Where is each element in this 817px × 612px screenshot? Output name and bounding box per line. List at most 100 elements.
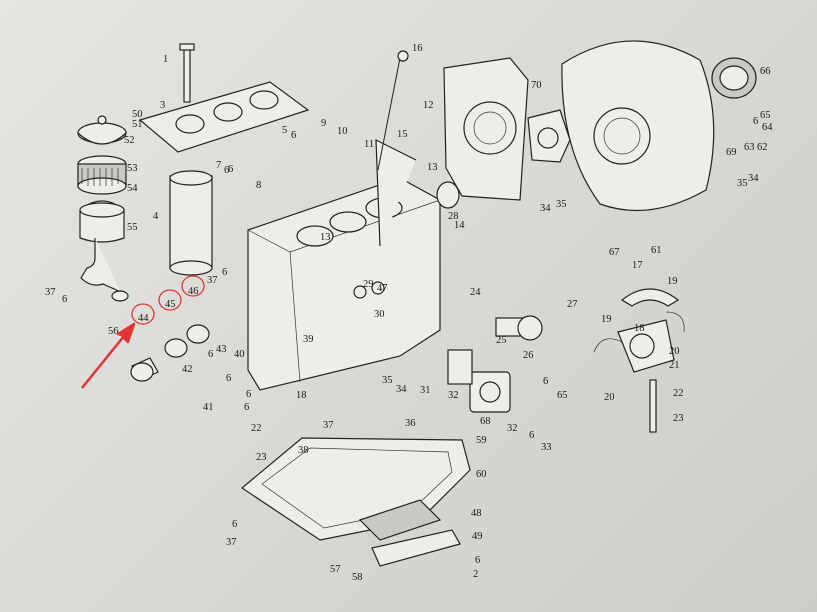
part-label-p37a: 37 [45,287,56,298]
part-label-p9: 9 [321,118,326,129]
part-label-p41: 41 [203,402,214,413]
camshaft-bushings [130,324,210,382]
part-label-p66: 66 [760,66,771,77]
flywheel-housing [527,40,757,212]
part-label-p38: 38 [298,445,309,456]
part-label-p58: 58 [352,572,363,583]
part-label-p40: 40 [234,349,245,360]
part-label-p10: 10 [337,126,348,137]
part-label-p64: 64 [762,122,773,133]
part-label-p6i: 6 [529,430,534,441]
part-label-p2: 2 [473,569,478,580]
part-label-p6h: 6 [543,376,548,387]
part-label-p37c: 37 [323,420,334,431]
part-label-p36: 36 [405,418,416,429]
part-label-p32a: 32 [448,390,459,401]
part-label-p19b: 19 [601,314,612,325]
part-label-p24: 24 [470,287,481,298]
part-label-p18a: 18 [634,323,645,334]
part-label-p6f: 6 [226,373,231,384]
part-label-p20a: 20 [669,346,680,357]
part-label-p6b: 6 [228,164,233,175]
part-label-p19a: 19 [667,276,678,287]
part-label-p55: 55 [127,222,138,233]
part-label-p23a: 23 [673,413,684,424]
part-label-p23b: 23 [256,452,267,463]
part-label-p8: 8 [256,180,261,191]
part-label-p34a: 34 [540,203,551,214]
part-label-p21: 21 [669,360,680,371]
part-label-p15: 15 [397,129,408,140]
part-label-p44: 44 [138,313,149,324]
part-label-p37b: 37 [207,275,218,286]
part-label-p20b: 20 [604,392,615,403]
part-label-p26: 26 [523,350,534,361]
part-label-p32b: 32 [507,423,518,434]
part-label-p18b: 18 [296,390,307,401]
part-label-p6d: 6 [222,267,227,278]
part-label-p11: 11 [364,139,374,150]
part-label-p16: 16 [412,43,423,54]
main-bearing-set [593,288,685,433]
part-label-p7: 7 [216,160,221,171]
part-label-p34b: 34 [748,173,759,184]
part-label-p57: 57 [330,564,341,575]
part-label-p43: 43 [216,344,227,355]
part-label-p27: 27 [567,299,578,310]
part-label-p62: 62 [757,142,768,153]
part-label-p42: 42 [182,364,193,375]
highlight-arrow-icon [81,322,136,389]
part-label-p65a: 65 [760,110,771,121]
cylinder-head-gasket [138,43,310,276]
part-label-p63: 63 [744,142,755,153]
part-label-p48: 48 [471,508,482,519]
part-label-p51: 51 [132,119,143,130]
highlight-circle-46 [181,275,205,297]
oil-pan [240,437,471,567]
part-label-p67: 67 [609,247,620,258]
part-label-p29: 29 [363,279,374,290]
cylinder-block [247,50,441,391]
part-label-p65b: 65 [557,390,568,401]
part-label-p13a: 13 [427,162,438,173]
part-label-p68: 68 [480,416,491,427]
part-label-p1: 1 [163,54,168,65]
part-label-p31: 31 [420,385,431,396]
part-label-p17: 17 [632,260,643,271]
part-label-p22a: 22 [673,388,684,399]
part-label-p6j: 6 [232,519,237,530]
part-label-p54: 54 [127,183,138,194]
part-label-p4: 4 [153,211,159,222]
part-label-p39: 39 [303,334,314,345]
part-label-p3: 3 [160,100,165,111]
part-label-p12: 12 [423,100,434,111]
highlight-circle-45 [158,289,182,311]
part-label-p6k: 6 [475,555,480,566]
part-label-p22b: 22 [251,423,262,434]
part-label-p14: 14 [454,220,465,231]
part-label-p45: 45 [165,299,176,310]
part-label-p28: 28 [448,211,459,222]
part-label-p6m: 6 [224,165,229,176]
part-label-p5: 5 [282,125,287,136]
highlight-circle-44 [131,303,155,325]
oil-pump-assembly [447,315,543,413]
part-label-p47: 47 [377,283,388,294]
part-label-p50: 50 [132,109,143,120]
part-label-p25: 25 [496,335,507,346]
part-label-p37d: 37 [226,537,237,548]
part-label-p53: 53 [127,163,138,174]
part-label-p34c: 34 [396,384,407,395]
part-label-p6n: 6 [244,402,249,413]
part-label-p56: 56 [108,326,119,337]
part-label-p59: 59 [476,435,487,446]
part-label-p61: 61 [651,245,662,256]
part-label-p6e: 6 [208,349,213,360]
part-label-p46: 46 [188,286,199,297]
part-label-p6l: 6 [753,116,758,127]
part-label-p6a: 6 [291,130,296,141]
part-label-p6g: 6 [246,389,251,400]
